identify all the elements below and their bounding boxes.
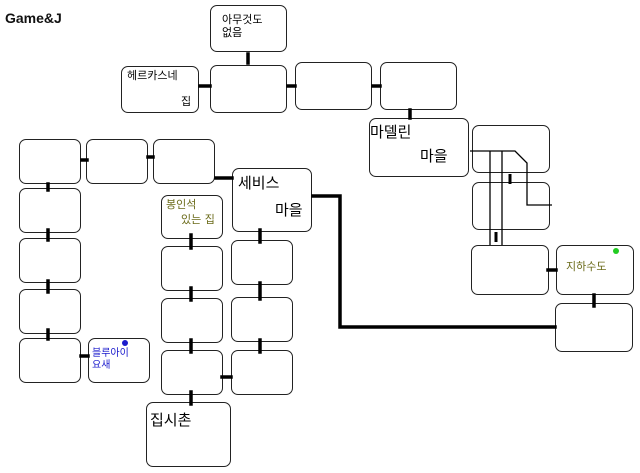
label-sealed-house-2: 있는 집 — [181, 213, 215, 226]
label-nothing-here-2: 없음 — [222, 26, 243, 39]
room-west-top-1 — [19, 139, 81, 184]
room-west-col-3 — [19, 289, 81, 334]
marker-dot-green — [613, 248, 619, 254]
room-east-1 — [472, 125, 550, 173]
room-east-4 — [555, 303, 633, 352]
connector-long — [311, 194, 557, 329]
room-west-col-2 — [19, 238, 81, 283]
room-mid-col-1 — [161, 246, 223, 291]
label-sealed-house-1: 봉인석 — [166, 198, 197, 211]
room-service-village — [232, 168, 312, 232]
label-herkas-house-1: 헤르카스네 — [127, 69, 178, 82]
label-madelin-village-1: 마델린 — [370, 123, 412, 141]
label-service-village-2: 마을 — [275, 201, 303, 219]
room-right-col-1 — [231, 240, 293, 285]
marker-dot-blue — [122, 340, 128, 346]
connector-thin — [470, 150, 552, 206]
room-top-1 — [210, 65, 287, 113]
room-blue-eye-fairy — [88, 338, 150, 383]
label-madelin-village-2: 마을 — [420, 147, 448, 165]
label-blue-eye-fairy-1: 블루아이 — [92, 348, 129, 359]
room-jipsi-village — [146, 402, 231, 467]
room-west-col-4 — [19, 338, 81, 383]
room-nothing-here — [210, 5, 287, 52]
room-west-top-2 — [86, 139, 148, 184]
label-blue-eye-fairy-2: 요새 — [92, 360, 111, 371]
room-east-3 — [471, 245, 549, 295]
room-herkas-house — [121, 66, 199, 113]
room-west-top-3 — [153, 139, 215, 184]
label-underground-capital: 지하수도 — [566, 260, 607, 273]
room-right-col-2 — [231, 297, 293, 342]
label-service-village-1: 세비스 — [238, 174, 280, 192]
room-madelin-village — [369, 118, 469, 177]
room-west-col-1 — [19, 188, 81, 233]
label-jipsi-village: 집시촌 — [150, 411, 192, 429]
label-herkas-house-2: 집 — [181, 95, 192, 108]
label-nothing-here-1: 아무것도 — [222, 13, 263, 26]
room-east-2 — [472, 182, 550, 230]
brand-logo: Game&J — [5, 10, 62, 26]
room-right-col-3 — [231, 350, 293, 395]
